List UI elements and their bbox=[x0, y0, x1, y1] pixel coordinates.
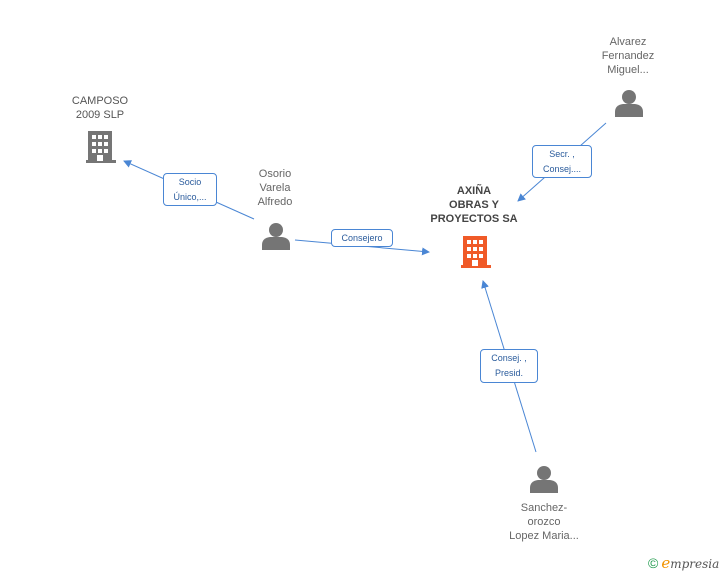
node-label-line: Fernandez bbox=[601, 50, 655, 62]
edge-label-line: Secr. , bbox=[549, 149, 575, 159]
edge-label-line: Socio bbox=[178, 177, 202, 187]
node-label-line: Miguel... bbox=[607, 64, 649, 76]
building-icon[interactable] bbox=[461, 236, 491, 268]
person-icon[interactable] bbox=[530, 466, 558, 493]
edge-label-osorio-axina[interactable]: Consejero bbox=[331, 229, 393, 247]
node-label-axina[interactable]: AXIÑA OBRAS Y PROYECTOS SA bbox=[418, 184, 530, 226]
building-icon[interactable] bbox=[86, 131, 116, 163]
node-label-line: Varela bbox=[259, 182, 291, 194]
edge-label-line: Consejero bbox=[341, 233, 383, 243]
node-label-sanchez[interactable]: Sanchez- orozco Lopez Maria... bbox=[496, 501, 592, 543]
copyright-icon: © bbox=[648, 555, 659, 571]
person-icon[interactable] bbox=[615, 90, 643, 117]
edge-label-line: Presid. bbox=[494, 368, 523, 378]
node-label-line: OBRAS Y bbox=[449, 199, 499, 211]
node-label-osorio[interactable]: Osorio Varela Alfredo bbox=[236, 167, 314, 209]
edge-label-line: Único,... bbox=[173, 192, 207, 202]
node-label-line: Alfredo bbox=[257, 196, 293, 208]
edge-label-line: Consej. , bbox=[491, 353, 527, 363]
edge-label-line: Consej.... bbox=[542, 164, 582, 174]
node-label-alvarez[interactable]: Alvarez Fernandez Miguel... bbox=[584, 35, 672, 77]
node-label-line: CAMPOSO bbox=[71, 95, 129, 107]
node-label-line: Sanchez- bbox=[520, 502, 568, 514]
edge-label-alvarez-axina[interactable]: Secr. , Consej.... bbox=[532, 145, 592, 178]
brand-e: e bbox=[661, 554, 671, 572]
node-label-line: AXIÑA bbox=[456, 185, 492, 197]
node-label-line: Osorio bbox=[258, 168, 292, 180]
node-label-camposo[interactable]: CAMPOSO 2009 SLP bbox=[56, 94, 144, 122]
edge-label-sanchez-axina[interactable]: Consej. , Presid. bbox=[480, 349, 538, 383]
node-label-line: orozco bbox=[527, 516, 561, 528]
empresia-logo: ©empresia bbox=[648, 554, 719, 574]
brand-name: mpresia bbox=[670, 557, 720, 571]
person-icon[interactable] bbox=[262, 223, 290, 250]
node-label-line: Lopez Maria... bbox=[509, 530, 579, 542]
node-label-line: PROYECTOS SA bbox=[430, 213, 518, 225]
node-label-line: 2009 SLP bbox=[75, 109, 125, 121]
node-label-line: Alvarez bbox=[609, 36, 647, 48]
edge-label-osorio-camposo[interactable]: Socio Único,... bbox=[163, 173, 217, 206]
